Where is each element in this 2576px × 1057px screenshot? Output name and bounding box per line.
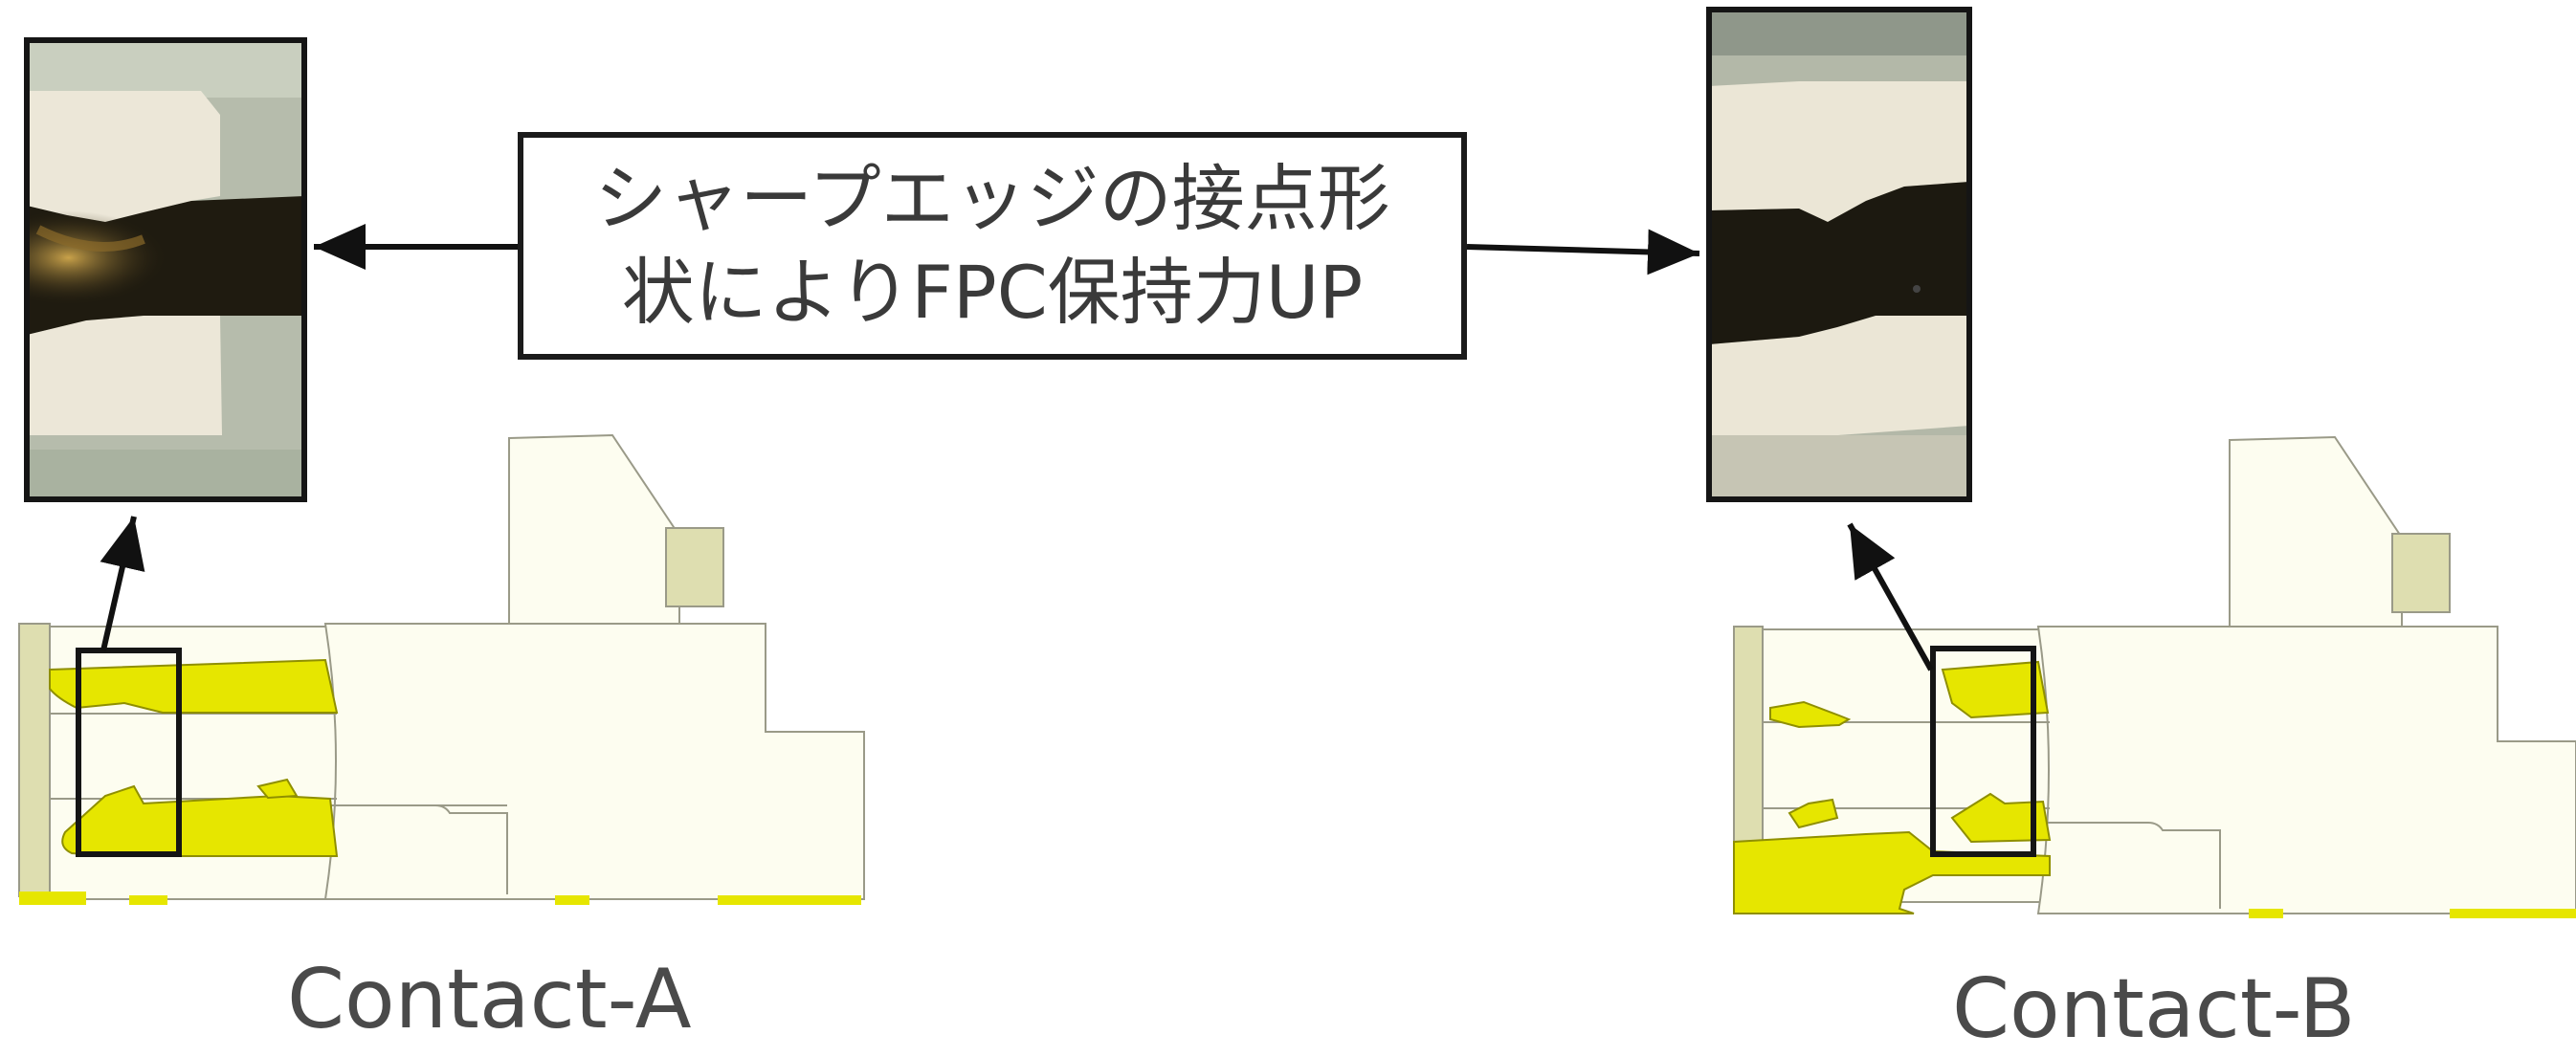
contact-a-label: Contact-A (287, 952, 692, 1047)
contact-a-connector (18, 433, 865, 905)
callout-box: シャープエッジの接点形 状によりFPC保持力UP (518, 132, 1467, 360)
contact-b-photo-frame (1706, 7, 1972, 502)
contact-b-highlight-box (1930, 646, 2036, 857)
callout-arrow-right (1466, 229, 1700, 275)
contact-b-label: Contact-B (1952, 961, 2356, 1057)
callout-line-2: 状によりFPC保持力UP (621, 250, 1364, 335)
contact-a-photo-frame (24, 37, 307, 502)
contact-a-photo (27, 40, 304, 499)
callout-line-1: シャープエッジの接点形 (594, 156, 1390, 241)
contact-b-connector (1733, 435, 2576, 918)
contact-a-highlight-box (76, 648, 182, 857)
contact-b-arrow (1847, 522, 1934, 672)
contact-a-arrow (100, 516, 145, 651)
contact-b-photo (1709, 10, 1969, 499)
